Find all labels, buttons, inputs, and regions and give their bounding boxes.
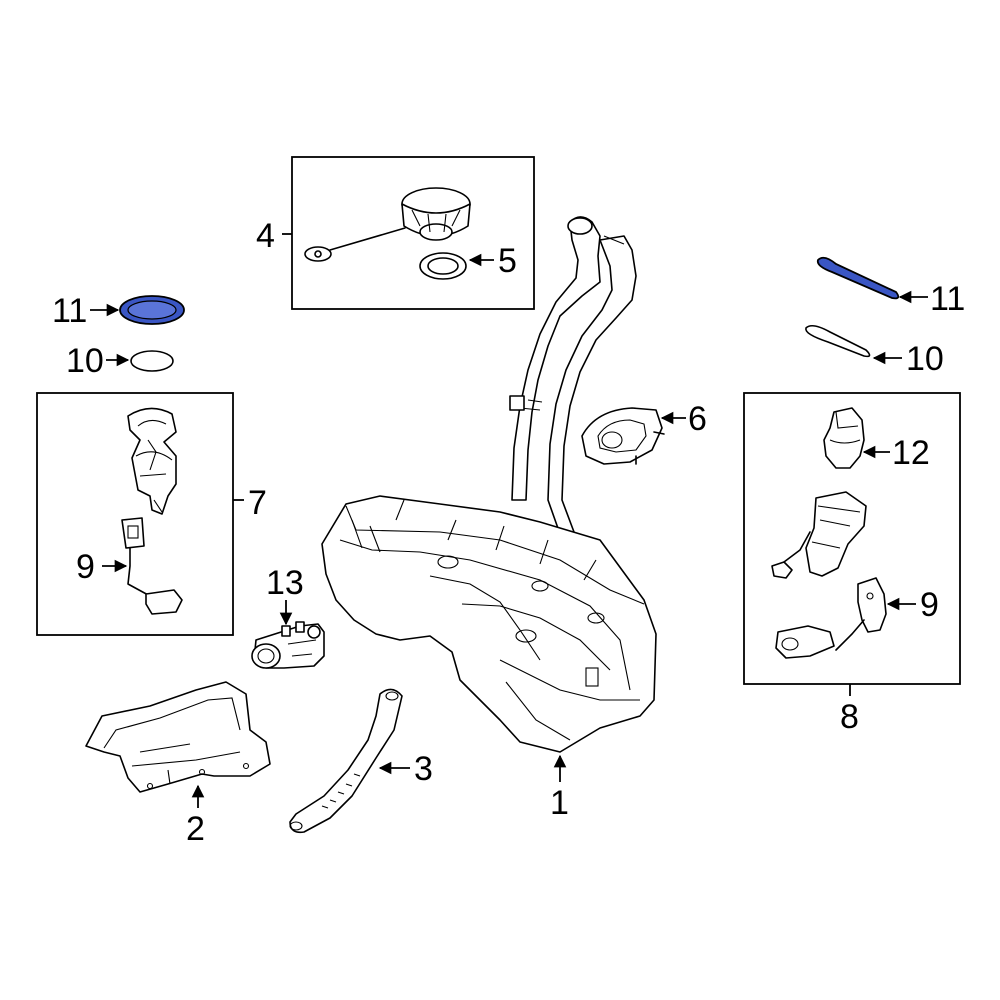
fuel-cap[interactable] <box>304 187 471 262</box>
callout-13: 13 <box>266 564 304 602</box>
callout-2: 2 <box>186 810 205 848</box>
callout-1: 1 <box>550 784 569 822</box>
callout-10-right: 10 <box>906 340 944 378</box>
callout-4: 4 <box>256 217 275 255</box>
tank-strap[interactable] <box>289 688 403 834</box>
fuel-pump-left-group-box <box>36 392 234 636</box>
fuel-cap-gasket[interactable] <box>419 252 467 280</box>
fuel-pump-left[interactable] <box>127 407 177 515</box>
o-ring-right[interactable] <box>805 324 871 358</box>
callout-11-left: 11 <box>52 292 87 330</box>
fuel-tank[interactable] <box>321 216 657 753</box>
o-ring-left[interactable] <box>130 350 174 372</box>
filler-housing-seal[interactable] <box>581 407 665 465</box>
callout-8: 8 <box>840 698 859 736</box>
callout-6: 6 <box>688 400 707 438</box>
fuel-pump-right[interactable] <box>771 491 867 579</box>
fuel-level-sender-right[interactable] <box>775 577 887 659</box>
callout-11-right: 11 <box>930 280 965 318</box>
pump-cap[interactable] <box>823 407 865 469</box>
callout-10-left: 10 <box>66 342 104 380</box>
heat-shield[interactable] <box>85 681 271 793</box>
fuel-cap-group-box <box>291 156 535 310</box>
callout-7: 7 <box>248 484 267 522</box>
callout-5: 5 <box>498 242 517 280</box>
vent-valve[interactable] <box>251 621 325 669</box>
callout-12: 12 <box>892 434 930 472</box>
callout-9-left: 9 <box>76 548 95 586</box>
callout-3: 3 <box>414 750 433 788</box>
seal-ring-left-highlighted[interactable] <box>119 295 185 325</box>
fuel-level-sender-left[interactable] <box>121 517 183 615</box>
fuel-pump-right-group-box <box>743 392 961 685</box>
callout-9-right: 9 <box>920 586 939 624</box>
seal-ring-right-highlighted[interactable] <box>816 256 900 300</box>
